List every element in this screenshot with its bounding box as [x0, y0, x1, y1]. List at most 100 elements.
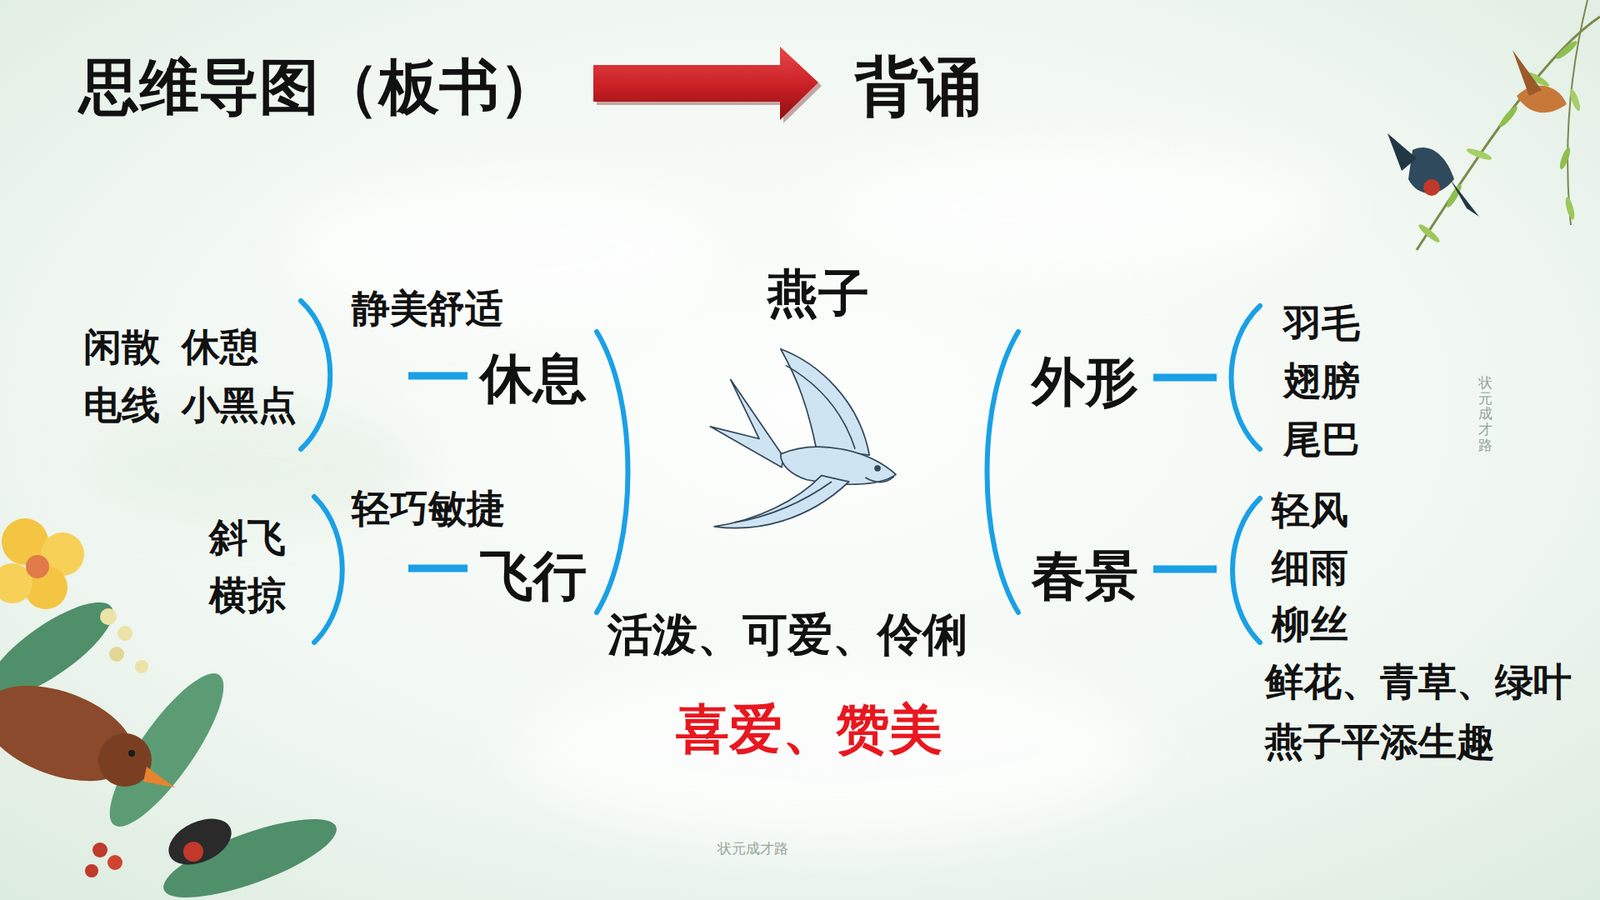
swallow-throat: [865, 476, 894, 483]
label-slot: 背诵: [855, 50, 982, 123]
bracket: [314, 496, 343, 643]
bird-tail: [1450, 179, 1480, 217]
label-slot: 柳丝: [1271, 602, 1349, 647]
blossom: [135, 660, 149, 674]
label-slot: 活泼、可爱、伶俐: [607, 609, 968, 661]
wing-feather: [785, 365, 855, 449]
leaf: [1557, 145, 1572, 170]
keyword: 轻巧敏捷: [351, 486, 505, 531]
label-slot: 静美: [351, 286, 429, 331]
summary-words: 活泼、可爱、伶俐: [607, 609, 968, 661]
dash: [1153, 565, 1217, 574]
bracket: [596, 331, 629, 613]
keyword: 燕子平添生趣: [1265, 720, 1495, 765]
label-slot: 外形: [1031, 351, 1139, 414]
dash: [408, 372, 468, 380]
leaf: [1416, 222, 1442, 245]
label-slot: 轻风: [1271, 488, 1349, 533]
keyword: 斜飞: [209, 515, 286, 560]
bracket: [987, 331, 1020, 613]
keyword: 轻风: [1271, 488, 1349, 533]
branch: [1567, 0, 1588, 225]
swallow-tail: [710, 380, 784, 468]
small-bird-breast: [183, 841, 204, 862]
swallow-wing: [714, 475, 850, 529]
label-slot: 燕子平添生趣: [1265, 720, 1495, 765]
branch-topic: 春景: [1031, 545, 1139, 608]
duck-head: [98, 733, 152, 787]
label-slot: 状元成才路: [1478, 375, 1493, 453]
wing-feather: [735, 481, 832, 523]
keyword: 翅膀: [1283, 359, 1360, 404]
small-bird: [161, 809, 240, 874]
bracket: [300, 300, 330, 450]
cloud: [833, 141, 1334, 275]
label-slot: 小黑点: [181, 383, 297, 428]
keyword: 休憩: [181, 325, 259, 370]
leaf: [92, 660, 242, 841]
label-slot: 电线: [83, 383, 160, 428]
label-slot: 状元成才路: [717, 840, 789, 858]
branch-topic: 外形: [1031, 351, 1139, 414]
label-slot: 飞行: [480, 545, 587, 608]
blossom: [109, 646, 125, 662]
keyword: 小黑点: [181, 383, 297, 428]
keyword: 闲散: [83, 325, 160, 370]
flower-decor: [0, 518, 345, 900]
label-slot: 细雨: [1271, 545, 1349, 590]
blossom: [100, 608, 117, 625]
central-topic: 燕子: [767, 264, 870, 323]
cloud: [516, 658, 1150, 842]
leaf: [1554, 39, 1580, 62]
label-slot: 休息: [480, 348, 587, 410]
label-slot: 舒适: [426, 286, 504, 331]
label-slot: 尾巴: [1283, 417, 1360, 462]
leaf: [1567, 87, 1582, 112]
label-slot: 横掠: [209, 573, 286, 618]
label-slot: 轻巧敏捷: [351, 486, 505, 531]
keyword: 柳丝: [1271, 602, 1349, 647]
label-slot: 羽毛: [1283, 301, 1360, 346]
bird-body: [1516, 85, 1567, 114]
keyword: 尾巴: [1283, 417, 1360, 462]
flower-centre: [25, 555, 50, 579]
bracket: [1231, 305, 1261, 450]
label-slot: 翅膀: [1283, 359, 1360, 404]
red-arrow: [593, 46, 819, 120]
branch-topic: 休息: [480, 348, 587, 410]
willow-branch: [1416, 0, 1600, 250]
heading-word: 背诵: [855, 50, 982, 123]
title-slot: 思维导图（板书）: [79, 52, 560, 122]
label-slot: 斜飞: [209, 515, 286, 560]
berry: [107, 855, 123, 870]
bird-wing: [1387, 133, 1417, 171]
label-slot: 喜爱、赞美: [675, 699, 943, 761]
bird-belly: [1423, 179, 1440, 196]
dash: [408, 565, 468, 573]
duck-eye: [128, 750, 135, 757]
berry: [92, 842, 108, 858]
watermark: 状元成才路: [1478, 375, 1493, 453]
blossom: [117, 625, 133, 641]
leaf: [155, 803, 345, 900]
bracket: [1232, 498, 1260, 643]
label-slot: 闲散: [83, 325, 160, 370]
keyword: 静美: [351, 286, 429, 331]
keyword: 舒适: [426, 286, 504, 331]
leaf: [1497, 104, 1520, 130]
dash: [1153, 374, 1217, 382]
keyword: 电线: [83, 383, 160, 428]
swallow-illustration: [710, 349, 896, 529]
label-slot: 鲜花、青草、绿叶: [1265, 660, 1572, 705]
label-slot: 春景: [1031, 545, 1139, 608]
branch: [1416, 16, 1600, 250]
keyword: 细雨: [1271, 545, 1349, 590]
branch-topic: 飞行: [480, 545, 587, 608]
berry: [85, 864, 99, 878]
keyword: 鲜花、青草、绿叶: [1265, 660, 1572, 705]
watermark: 状元成才路: [717, 840, 789, 858]
keyword: 羽毛: [1283, 301, 1360, 346]
